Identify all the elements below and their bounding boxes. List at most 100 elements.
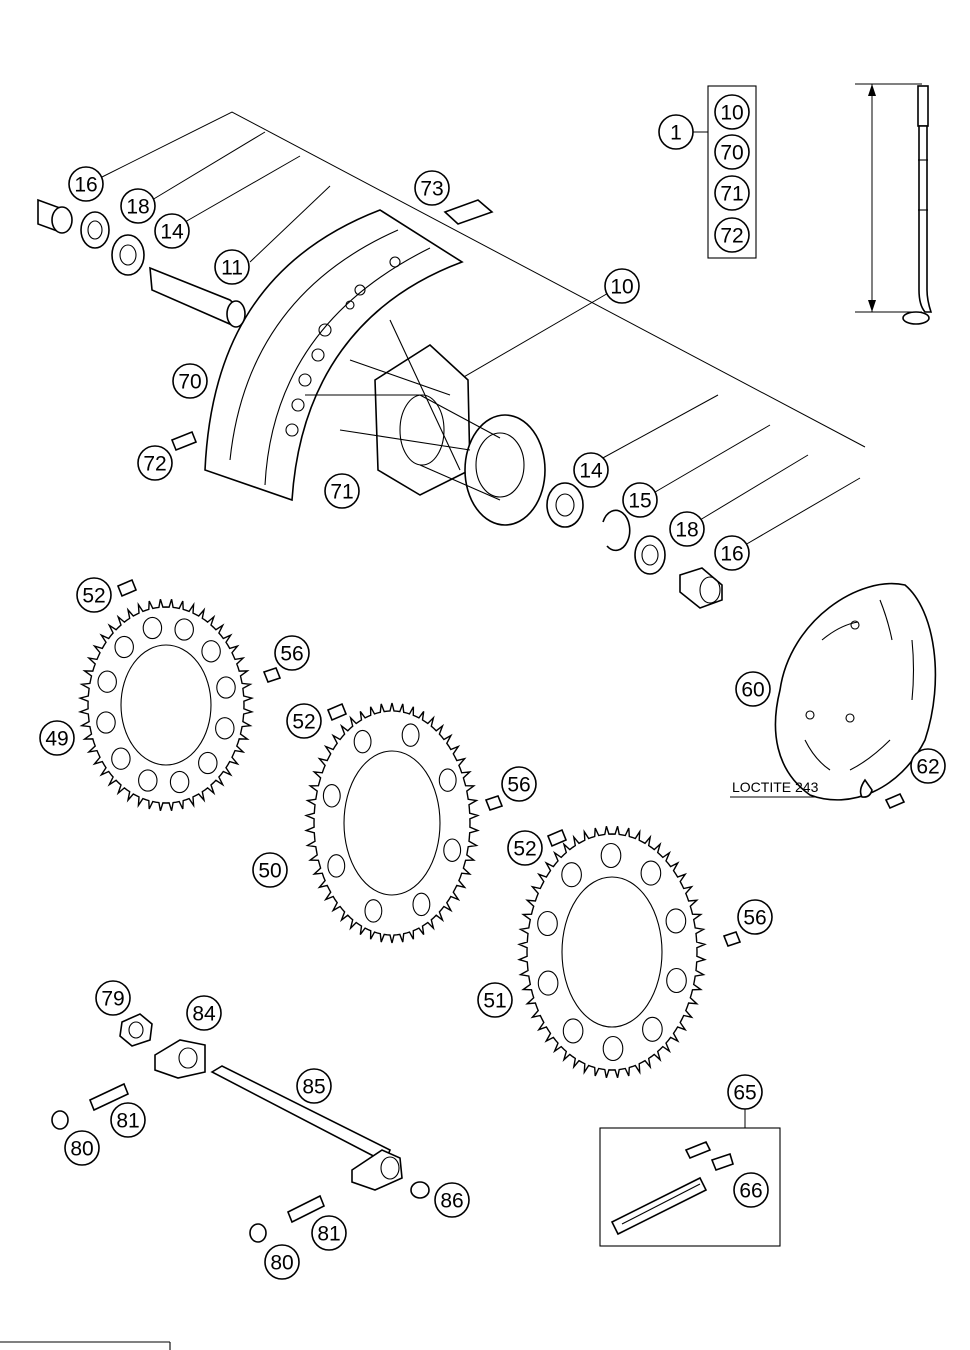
callout-number: 16 — [720, 543, 743, 566]
callout-number: 15 — [628, 490, 651, 513]
hub-axle-parts — [37, 198, 494, 328]
sprocket-lightening-hole — [215, 717, 235, 740]
callout-84: 84 — [186, 995, 222, 1031]
callout-10: 10 — [714, 94, 750, 130]
callout-15: 15 — [622, 482, 658, 518]
callout-circle — [727, 1074, 763, 1110]
callout-number: 18 — [675, 519, 698, 542]
callout-18: 18 — [669, 511, 705, 547]
callout-number: 56 — [507, 774, 530, 797]
callout-circle — [64, 1130, 100, 1166]
sprocket-lightening-hole — [198, 751, 218, 775]
callout-circle — [110, 1102, 146, 1138]
sprocket-lightening-hole — [438, 768, 457, 792]
callout-circle — [573, 452, 609, 488]
callout-circle — [172, 363, 208, 399]
callout-number: 14 — [579, 460, 603, 483]
callout-18: 18 — [120, 188, 156, 224]
callout-number: 52 — [292, 711, 315, 734]
sprocket-lightening-hole — [665, 908, 687, 934]
callout-number: 60 — [741, 679, 764, 702]
callout-circle — [737, 899, 773, 935]
callout-number: 50 — [258, 860, 281, 883]
sprocket-lightening-hole — [216, 676, 236, 699]
callout-number: 85 — [302, 1076, 325, 1099]
sprocket-fasteners — [116, 578, 742, 947]
callout-circle — [324, 473, 360, 509]
callout-number: 72 — [720, 225, 743, 248]
sprocket-lightening-hole — [364, 899, 383, 923]
callout-circle — [120, 188, 156, 224]
callout-73: 73 — [414, 170, 450, 206]
sprocket-lightening-hole — [600, 842, 622, 869]
callout-52: 52 — [76, 577, 112, 613]
callout-number: 10 — [720, 102, 743, 125]
right-hub-parts — [546, 482, 723, 609]
callout-number: 62 — [916, 756, 939, 779]
sprocket-51 — [517, 825, 707, 1079]
callout-circle — [154, 213, 190, 249]
sprocket-lightening-hole — [602, 1035, 624, 1062]
sprocket-lightening-hole — [561, 862, 582, 888]
sprocket-49 — [77, 598, 255, 812]
callout-70: 70 — [172, 363, 208, 399]
callout-number: 70 — [178, 371, 201, 394]
callout-circle — [137, 445, 173, 481]
callout-number: 79 — [101, 988, 124, 1011]
hub — [305, 319, 546, 526]
callout-number: 52 — [82, 585, 105, 608]
sprocket-lightening-hole — [537, 970, 559, 996]
callout-circle — [264, 1244, 300, 1280]
callout-number: 56 — [280, 643, 303, 666]
sprocket-lightening-hole — [640, 860, 662, 886]
callout-number: 10 — [610, 276, 633, 299]
callout-circle — [76, 577, 112, 613]
callout-number: 71 — [330, 481, 353, 504]
sprocket-lightening-hole — [537, 910, 558, 937]
callout-number: 18 — [126, 196, 149, 219]
axle-parts — [51, 1013, 430, 1243]
sprocket-lightening-hole — [114, 635, 134, 659]
callout-number: 1 — [670, 122, 682, 145]
callout-circle — [507, 830, 543, 866]
callout-86: 86 — [434, 1182, 470, 1218]
callout-49: 49 — [39, 720, 75, 756]
sprocket-lightening-hole — [96, 711, 116, 734]
callout-56: 56 — [274, 635, 310, 671]
loctite-note: LOCTITE 243 — [732, 779, 819, 795]
callout-number: 51 — [483, 990, 506, 1013]
callout-circle — [414, 170, 450, 206]
callout-circle — [68, 166, 104, 202]
callout-65: 65 — [727, 1074, 763, 1110]
callout-number: 72 — [143, 453, 166, 476]
callout-number: 65 — [733, 1082, 756, 1105]
sprocket-lightening-hole — [327, 854, 346, 878]
leader-lines — [99, 83, 922, 1247]
callout-circle — [714, 94, 750, 130]
callout-56: 56 — [501, 766, 537, 802]
callout-number: 52 — [513, 838, 536, 861]
callout-circle — [669, 511, 705, 547]
disc-bolt — [859, 778, 906, 810]
callout-circle — [434, 1182, 470, 1218]
callout-circle — [286, 703, 322, 739]
callout-72: 72 — [137, 445, 173, 481]
sprocket-50 — [304, 702, 480, 944]
callout-14: 14 — [154, 213, 190, 249]
callout-circle — [658, 114, 694, 150]
callout-circle — [714, 535, 750, 571]
callout-number: 73 — [420, 178, 443, 201]
sprocket-lightening-hole — [642, 1016, 663, 1042]
callout-number: 56 — [743, 907, 766, 930]
callout-circle — [735, 671, 771, 707]
sprocket-lightening-hole — [169, 770, 190, 794]
callout-number: 80 — [270, 1252, 293, 1275]
callouts: 1107071721618141173107072711415181652564… — [39, 94, 946, 1280]
callout-62: 62 — [910, 748, 946, 784]
callout-number: 80 — [70, 1138, 93, 1161]
callout-number: 49 — [45, 728, 68, 751]
callout-11: 11 — [214, 249, 250, 285]
callout-number: 70 — [720, 142, 743, 165]
callout-79: 79 — [95, 980, 131, 1016]
callout-number: 81 — [116, 1110, 139, 1133]
